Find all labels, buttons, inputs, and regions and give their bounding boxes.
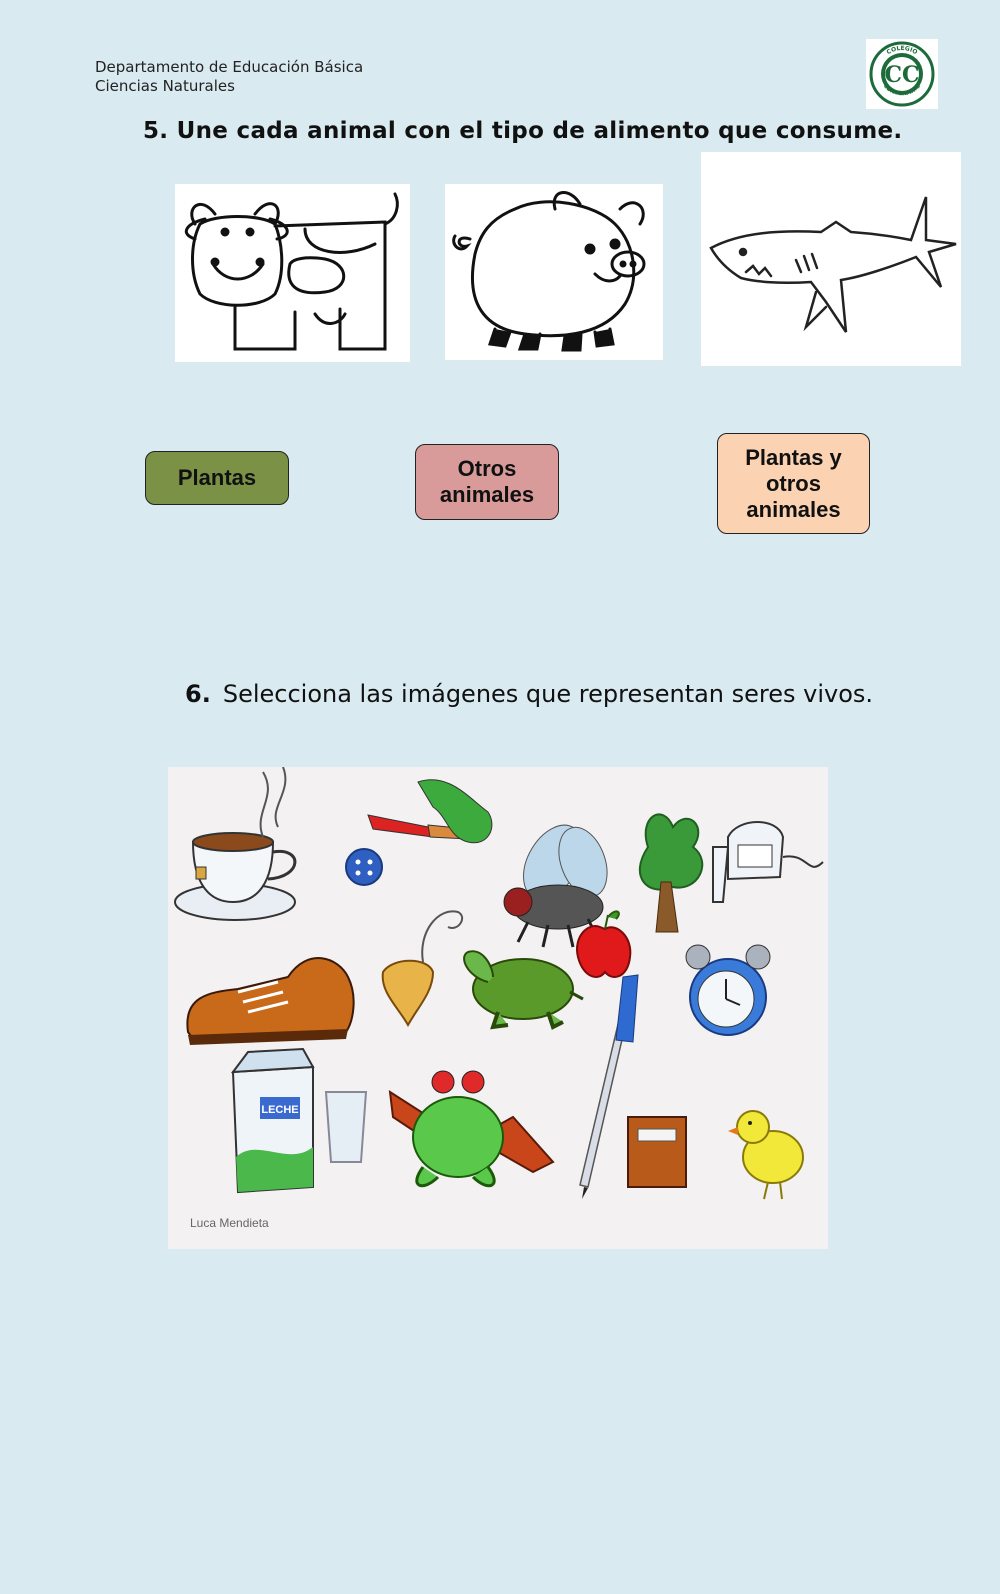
pig-image[interactable] bbox=[445, 184, 663, 360]
paintbrush-icon[interactable] bbox=[367, 779, 493, 844]
frog-icon[interactable] bbox=[388, 1070, 555, 1188]
chick-icon[interactable] bbox=[728, 1110, 804, 1200]
turtle-icon[interactable] bbox=[463, 950, 584, 1030]
illustration-credit: Luca Mendieta bbox=[190, 1216, 269, 1230]
tree-icon[interactable] bbox=[638, 813, 704, 933]
question-6-title: 6. Selecciona las imágenes que representa… bbox=[185, 680, 873, 708]
question-number: 5. bbox=[143, 118, 169, 144]
spinning-top-icon[interactable] bbox=[381, 910, 464, 1028]
living-things-illustration: LECHE bbox=[168, 766, 828, 1249]
cow-image[interactable] bbox=[175, 184, 410, 362]
alarm-clock-icon[interactable] bbox=[685, 944, 771, 1036]
option-otros-animales-label: Otros animales bbox=[439, 456, 535, 507]
svg-text:LECHE: LECHE bbox=[261, 1104, 298, 1116]
telephone-icon[interactable] bbox=[712, 821, 824, 903]
question-text: Selecciona las imágenes que representan … bbox=[222, 680, 874, 708]
button-icon[interactable] bbox=[345, 848, 383, 886]
question-text: Une cada animal con el tipo de alimento … bbox=[176, 118, 903, 144]
milk-carton-icon[interactable]: LECHE bbox=[230, 1047, 315, 1194]
option-plantas[interactable]: Plantas bbox=[145, 451, 289, 505]
shark-image[interactable] bbox=[701, 152, 961, 366]
department-name: Departamento de Educación Básica bbox=[95, 58, 364, 76]
svg-text:COLEGIO: COLEGIO bbox=[885, 45, 918, 56]
option-plantas-y-otros-animales-label: Plantas y otros animales bbox=[745, 444, 842, 522]
cow-icon bbox=[184, 192, 399, 351]
fly-icon[interactable] bbox=[503, 815, 616, 948]
option-plantas-label: Plantas bbox=[177, 465, 257, 490]
department-header: Departamento de Educación Básica Ciencia… bbox=[95, 58, 363, 96]
pen-icon[interactable] bbox=[579, 974, 639, 1199]
school-logo: CC COLEGIO CENTENARIO bbox=[866, 39, 938, 109]
shark-icon bbox=[709, 196, 957, 333]
pig-icon bbox=[452, 191, 646, 352]
question-number: 6. bbox=[185, 680, 211, 708]
apple-icon[interactable] bbox=[576, 910, 632, 978]
shoe-icon[interactable] bbox=[186, 957, 355, 1045]
question-5-title: 5. Une cada animal con el tipo de alimen… bbox=[143, 118, 902, 144]
option-plantas-y-otros-animales[interactable]: Plantas y otros animales bbox=[717, 433, 870, 534]
option-otros-animales[interactable]: Otros animales bbox=[415, 444, 559, 520]
teacup-icon[interactable] bbox=[174, 766, 297, 921]
glass-icon[interactable] bbox=[324, 1091, 368, 1163]
book-icon[interactable] bbox=[627, 1116, 687, 1188]
svg-text:CC: CC bbox=[884, 62, 919, 88]
subject-name: Ciencias Naturales bbox=[95, 77, 235, 95]
